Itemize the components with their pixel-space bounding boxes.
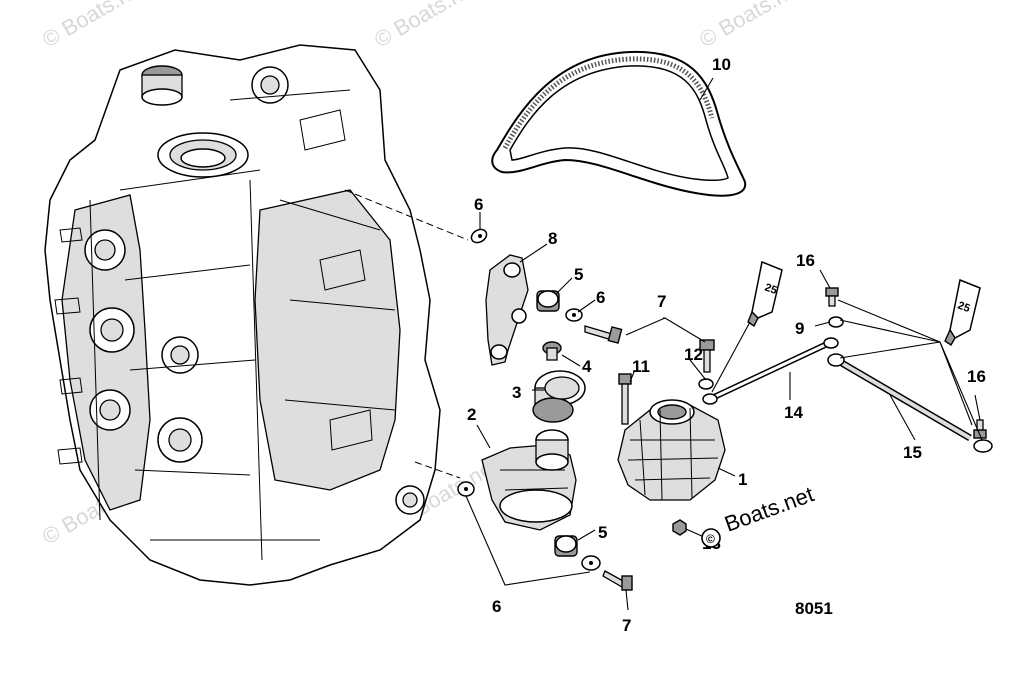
callout-2: 2: [467, 405, 476, 424]
part-washer-upper: [470, 228, 488, 244]
callout-8: 8: [548, 229, 557, 248]
callout-16-right: 16: [967, 367, 986, 386]
callout-12: 12: [684, 345, 703, 364]
part-long-bolt: [618, 373, 632, 425]
alignment-line-upper: [344, 189, 469, 241]
callout-9: 9: [795, 319, 804, 338]
washer-hole: [572, 313, 576, 317]
washer-hole: [589, 561, 593, 565]
part-belt-tensioner: [481, 429, 577, 531]
callout-numbers: 10 6 8 5 6 7 16 9 12 11 4 3 16 14 2 15 1…: [467, 55, 986, 635]
callout-15: 15: [903, 443, 922, 462]
watermark: © Boats.net: [695, 0, 807, 52]
alignment-line-lower: [414, 461, 461, 479]
callout-11: 11: [632, 357, 650, 376]
callout-14: 14: [784, 403, 803, 422]
part-alternator: [617, 399, 726, 501]
part-nut: [672, 519, 687, 536]
part-bearing: [532, 370, 586, 423]
part-bushing-lower: [554, 535, 578, 557]
part-bolt-upper-right: [699, 339, 715, 373]
part-lock-washer: [828, 316, 844, 328]
diagram-id: 8051: [795, 599, 833, 618]
part-bushing-upper: [536, 290, 560, 312]
part-bolt-upper-left: [584, 325, 623, 344]
tube-label: 25: [763, 282, 779, 297]
part-socket-bolt: [542, 341, 562, 361]
watermark: © Boats.net: [38, 0, 150, 52]
part-sealant-tube-right: 25: [944, 278, 981, 346]
tube-label: 25: [956, 300, 972, 315]
part-screw-left: [825, 287, 839, 307]
brand-text: Boats.net: [721, 481, 817, 536]
engine-block-illustration: [44, 44, 441, 586]
callout-5-upper: 5: [574, 265, 583, 284]
callout-6-lower: 6: [492, 597, 501, 616]
watermark: © Boats.net: [370, 0, 482, 52]
part-mounting-bracket: [485, 254, 529, 366]
callout-5-lower: 5: [598, 523, 607, 542]
part-serpentine-belt: [491, 50, 747, 197]
washer-hole: [464, 487, 468, 491]
copyright-glyph: ©: [706, 532, 715, 546]
part-connector-rod: [702, 337, 839, 405]
callout-6-upper: 6: [474, 195, 483, 214]
part-ground-strap: [827, 353, 993, 453]
callout-1: 1: [738, 470, 747, 489]
part-bolt-lower: [602, 570, 633, 591]
callout-10: 10: [712, 55, 731, 74]
leader-lines: [465, 77, 983, 611]
callout-7-upper: 7: [657, 292, 666, 311]
part-sealant-tube-left: 25: [747, 260, 783, 328]
callout-16-left: 16: [796, 251, 815, 270]
part-small-washer: [698, 378, 714, 390]
callout-6-mid: 6: [596, 288, 605, 307]
callout-3: 3: [512, 383, 521, 402]
copyright-icon: [701, 528, 721, 548]
brand-mark: © Boats.net: [701, 481, 817, 548]
callout-4: 4: [582, 357, 592, 376]
callout-7-lower: 7: [622, 616, 631, 635]
